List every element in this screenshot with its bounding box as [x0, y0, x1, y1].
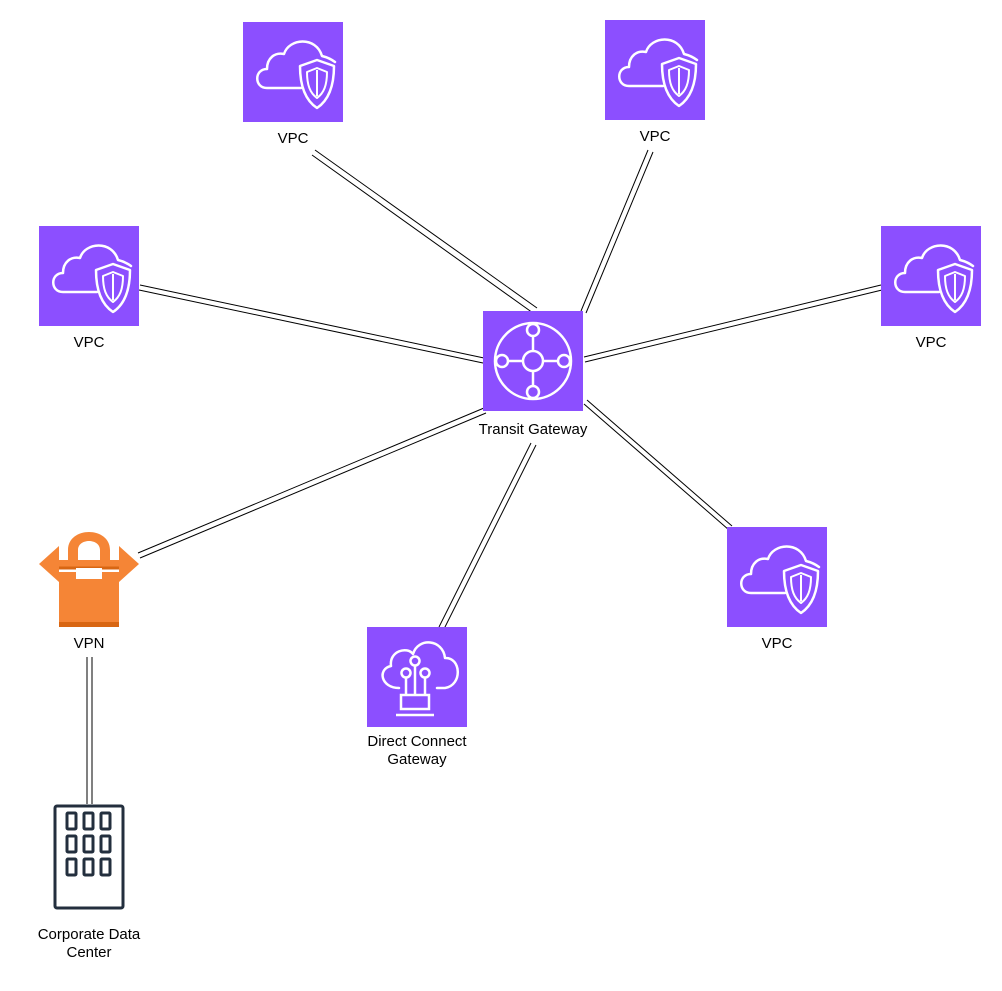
vpc-icon [725, 525, 829, 629]
vpc-label: VPC [74, 334, 105, 351]
direct-connect-gateway-label-line-1: Direct Connect [367, 733, 467, 750]
edge-vpc-bottom-right-to-transit-gateway [583, 399, 733, 531]
corporate-data-center-label-line-2: Center [66, 944, 111, 961]
vpc-label: VPC [762, 635, 793, 652]
direct-connect-gateway-node[interactable]: Direct Connect Gateway [367, 627, 467, 768]
direct-connect-gateway-label-line-2: Gateway [387, 751, 447, 768]
edge-vpc-top-left-to-transit-gateway [311, 149, 538, 314]
vpn-label: VPN [74, 635, 105, 652]
corporate-data-center-node[interactable]: Corporate Data Center [38, 804, 141, 961]
vpc-label: VPC [640, 128, 671, 145]
transit-gateway-label: Transit Gateway [479, 421, 588, 438]
transit-gateway-hub-icon [483, 311, 583, 411]
direct-connect-cloud-icon [367, 627, 467, 727]
vpc-node-bottom-right[interactable]: VPC [725, 525, 829, 652]
transit-gateway-node[interactable]: Transit Gateway [479, 311, 588, 438]
vpc-icon [603, 18, 707, 122]
vpc-label: VPC [916, 334, 947, 351]
vpc-icon [879, 224, 983, 328]
vpc-label: VPC [278, 130, 309, 147]
edge-vpc-left-to-transit-gateway [138, 284, 485, 364]
edge-vpc-right-to-transit-gateway [583, 284, 883, 363]
vpc-icon [241, 20, 345, 124]
edge-data-center-to-vpn [86, 657, 93, 804]
corporate-data-center-label-line-1: Corporate Data [38, 926, 141, 943]
vpc-icon [37, 224, 141, 328]
connectors [86, 149, 883, 804]
vpc-node-right[interactable]: VPC [879, 224, 983, 351]
vpc-node-left[interactable]: VPC [37, 224, 141, 351]
vpn-node[interactable]: VPN [39, 532, 139, 652]
vpc-node-top-left[interactable]: VPC [241, 20, 345, 147]
vpc-node-top-right[interactable]: VPC [603, 18, 707, 145]
vpn-lock-icon [39, 532, 139, 627]
edge-vpn-to-transit-gateway [137, 407, 487, 559]
edge-vpc-top-right-to-transit-gateway [580, 149, 654, 314]
office-building-icon [53, 804, 125, 910]
edge-direct-connect-to-transit-gateway [438, 442, 537, 630]
